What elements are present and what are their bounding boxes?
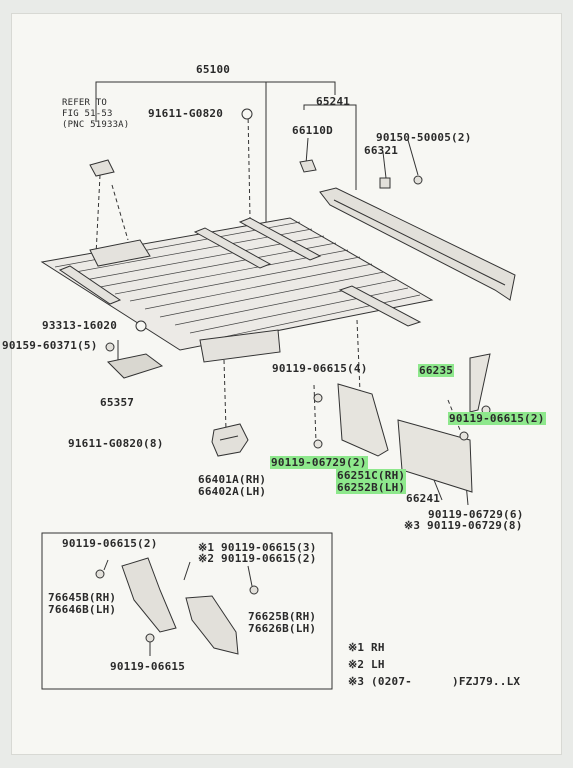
clip-part (89, 159, 115, 177)
label-66402a: 66402A(LH) (198, 485, 267, 498)
label-76626b: 76626B(LH) (248, 622, 317, 635)
label-66110d: 66110D (292, 124, 333, 137)
label-90119-06729-8: ※3 90119-06729(8) (404, 519, 523, 532)
label-inset-90119-b: ※1 90119-06615(3) (198, 541, 317, 554)
panel-66241 (397, 419, 473, 493)
label-76646b: 76646B(LH) (48, 603, 117, 616)
label-90159: 90159-60371(5) (2, 339, 98, 352)
bolt-icon (249, 585, 259, 595)
label-inset-90119-a: 90119-06615(2) (62, 537, 158, 550)
bracket-66251c (337, 383, 389, 457)
label-65357: 65357 (100, 396, 135, 409)
label-65241: 65241 (316, 95, 351, 108)
note-date: ※3 (0207- (348, 675, 412, 688)
label-91611-low: 91611-G0820(8) (68, 437, 164, 450)
bolt-icon (95, 569, 105, 579)
label-76645b: 76645B(RH) (48, 591, 117, 604)
label-66401a: 66401A(RH) (198, 473, 267, 486)
label-66321: 66321 (364, 144, 399, 157)
label-66235: 66235 (418, 364, 455, 377)
label-66241: 66241 (406, 492, 441, 505)
bolt-icon (313, 439, 323, 449)
label-65100: 65100 (196, 63, 231, 76)
label-93313: 93313-16020 (42, 319, 118, 332)
bracket-76625b (185, 595, 239, 655)
label-90119-06729: 90119-06729(2) (270, 456, 368, 469)
mark-5-icon (135, 320, 147, 332)
label-66251c: 66251C(RH) (336, 469, 407, 482)
label-fig: FIG 51-53 (62, 109, 113, 119)
note-lh: ※2 LH (348, 658, 385, 671)
label-90119-06615-4: 90119-06615(4) (272, 362, 368, 375)
label-inset-bottom: 90119-06615 (110, 660, 186, 673)
bolt-icon (145, 633, 155, 643)
label-90119-06729-6: 90119-06729(6) (428, 508, 524, 521)
note-model: )FZJ79..LX (452, 675, 521, 688)
part-66321 (379, 177, 391, 189)
part-66110d (299, 159, 317, 173)
bolt-icon (105, 342, 115, 352)
plate-65357 (106, 353, 164, 379)
label-91611-top: 91611-G0820 (148, 107, 224, 120)
label-pnc: (PNC 51933A) (62, 120, 130, 130)
bracket-76645b (121, 557, 177, 633)
bolt-icon (459, 431, 469, 441)
label-76625b: 76625B(RH) (248, 610, 317, 623)
label-66252b: 66252B(LH) (336, 481, 407, 494)
bolt-icon (413, 175, 423, 185)
bracket-66401a (211, 423, 249, 457)
mark-8-icon (241, 108, 253, 120)
strip-66235 (469, 353, 491, 413)
rear-sill (319, 187, 516, 301)
inset-box (41, 532, 333, 690)
note-rh: ※1 RH (348, 641, 385, 654)
bolt-icon (313, 393, 323, 403)
label-90150: 90150-50005(2) (376, 131, 472, 144)
label-inset-90119-c: ※2 90119-06615(2) (198, 552, 317, 565)
label-90119-06615-2: 90119-06615(2) (448, 412, 546, 425)
label-refer-to: REFER TO (62, 98, 107, 108)
